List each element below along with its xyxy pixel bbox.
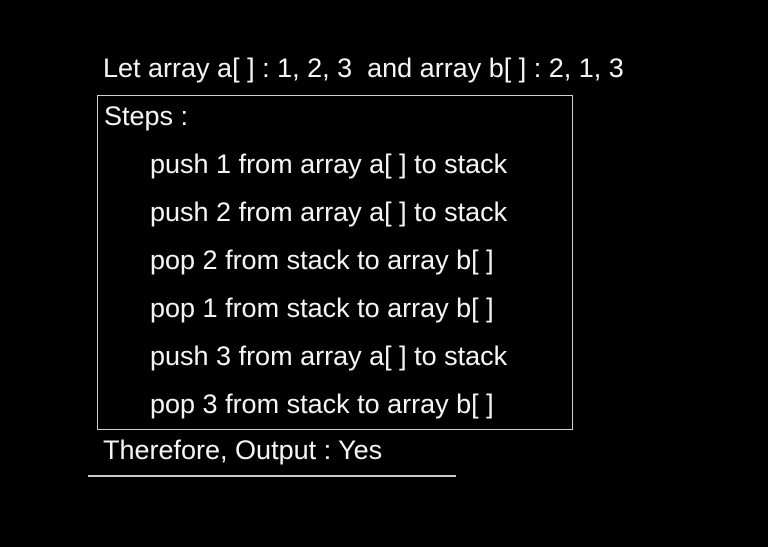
conclusion-underline bbox=[88, 475, 456, 477]
conclusion-line: Therefore, Output : Yes bbox=[103, 435, 383, 465]
arrays-declaration-line: Let array a[ ] : 1, 2, 3 and array b[ ] … bbox=[103, 53, 624, 83]
steps-box-label: Steps : bbox=[104, 101, 189, 131]
steps-box: Steps : push 1 from array a[ ] to stack … bbox=[97, 95, 573, 430]
step-line-2: push 2 from array a[ ] to stack bbox=[150, 197, 508, 227]
step-line-4: pop 1 from stack to array b[ ] bbox=[150, 293, 494, 323]
step-line-1: push 1 from array a[ ] to stack bbox=[150, 149, 508, 179]
step-line-6: pop 3 from stack to array b[ ] bbox=[150, 389, 494, 419]
step-line-5: push 3 from array a[ ] to stack bbox=[150, 341, 508, 371]
step-line-3: pop 2 from stack to array b[ ] bbox=[150, 245, 494, 275]
steps-list: push 1 from array a[ ] to stack push 2 f… bbox=[150, 140, 572, 428]
